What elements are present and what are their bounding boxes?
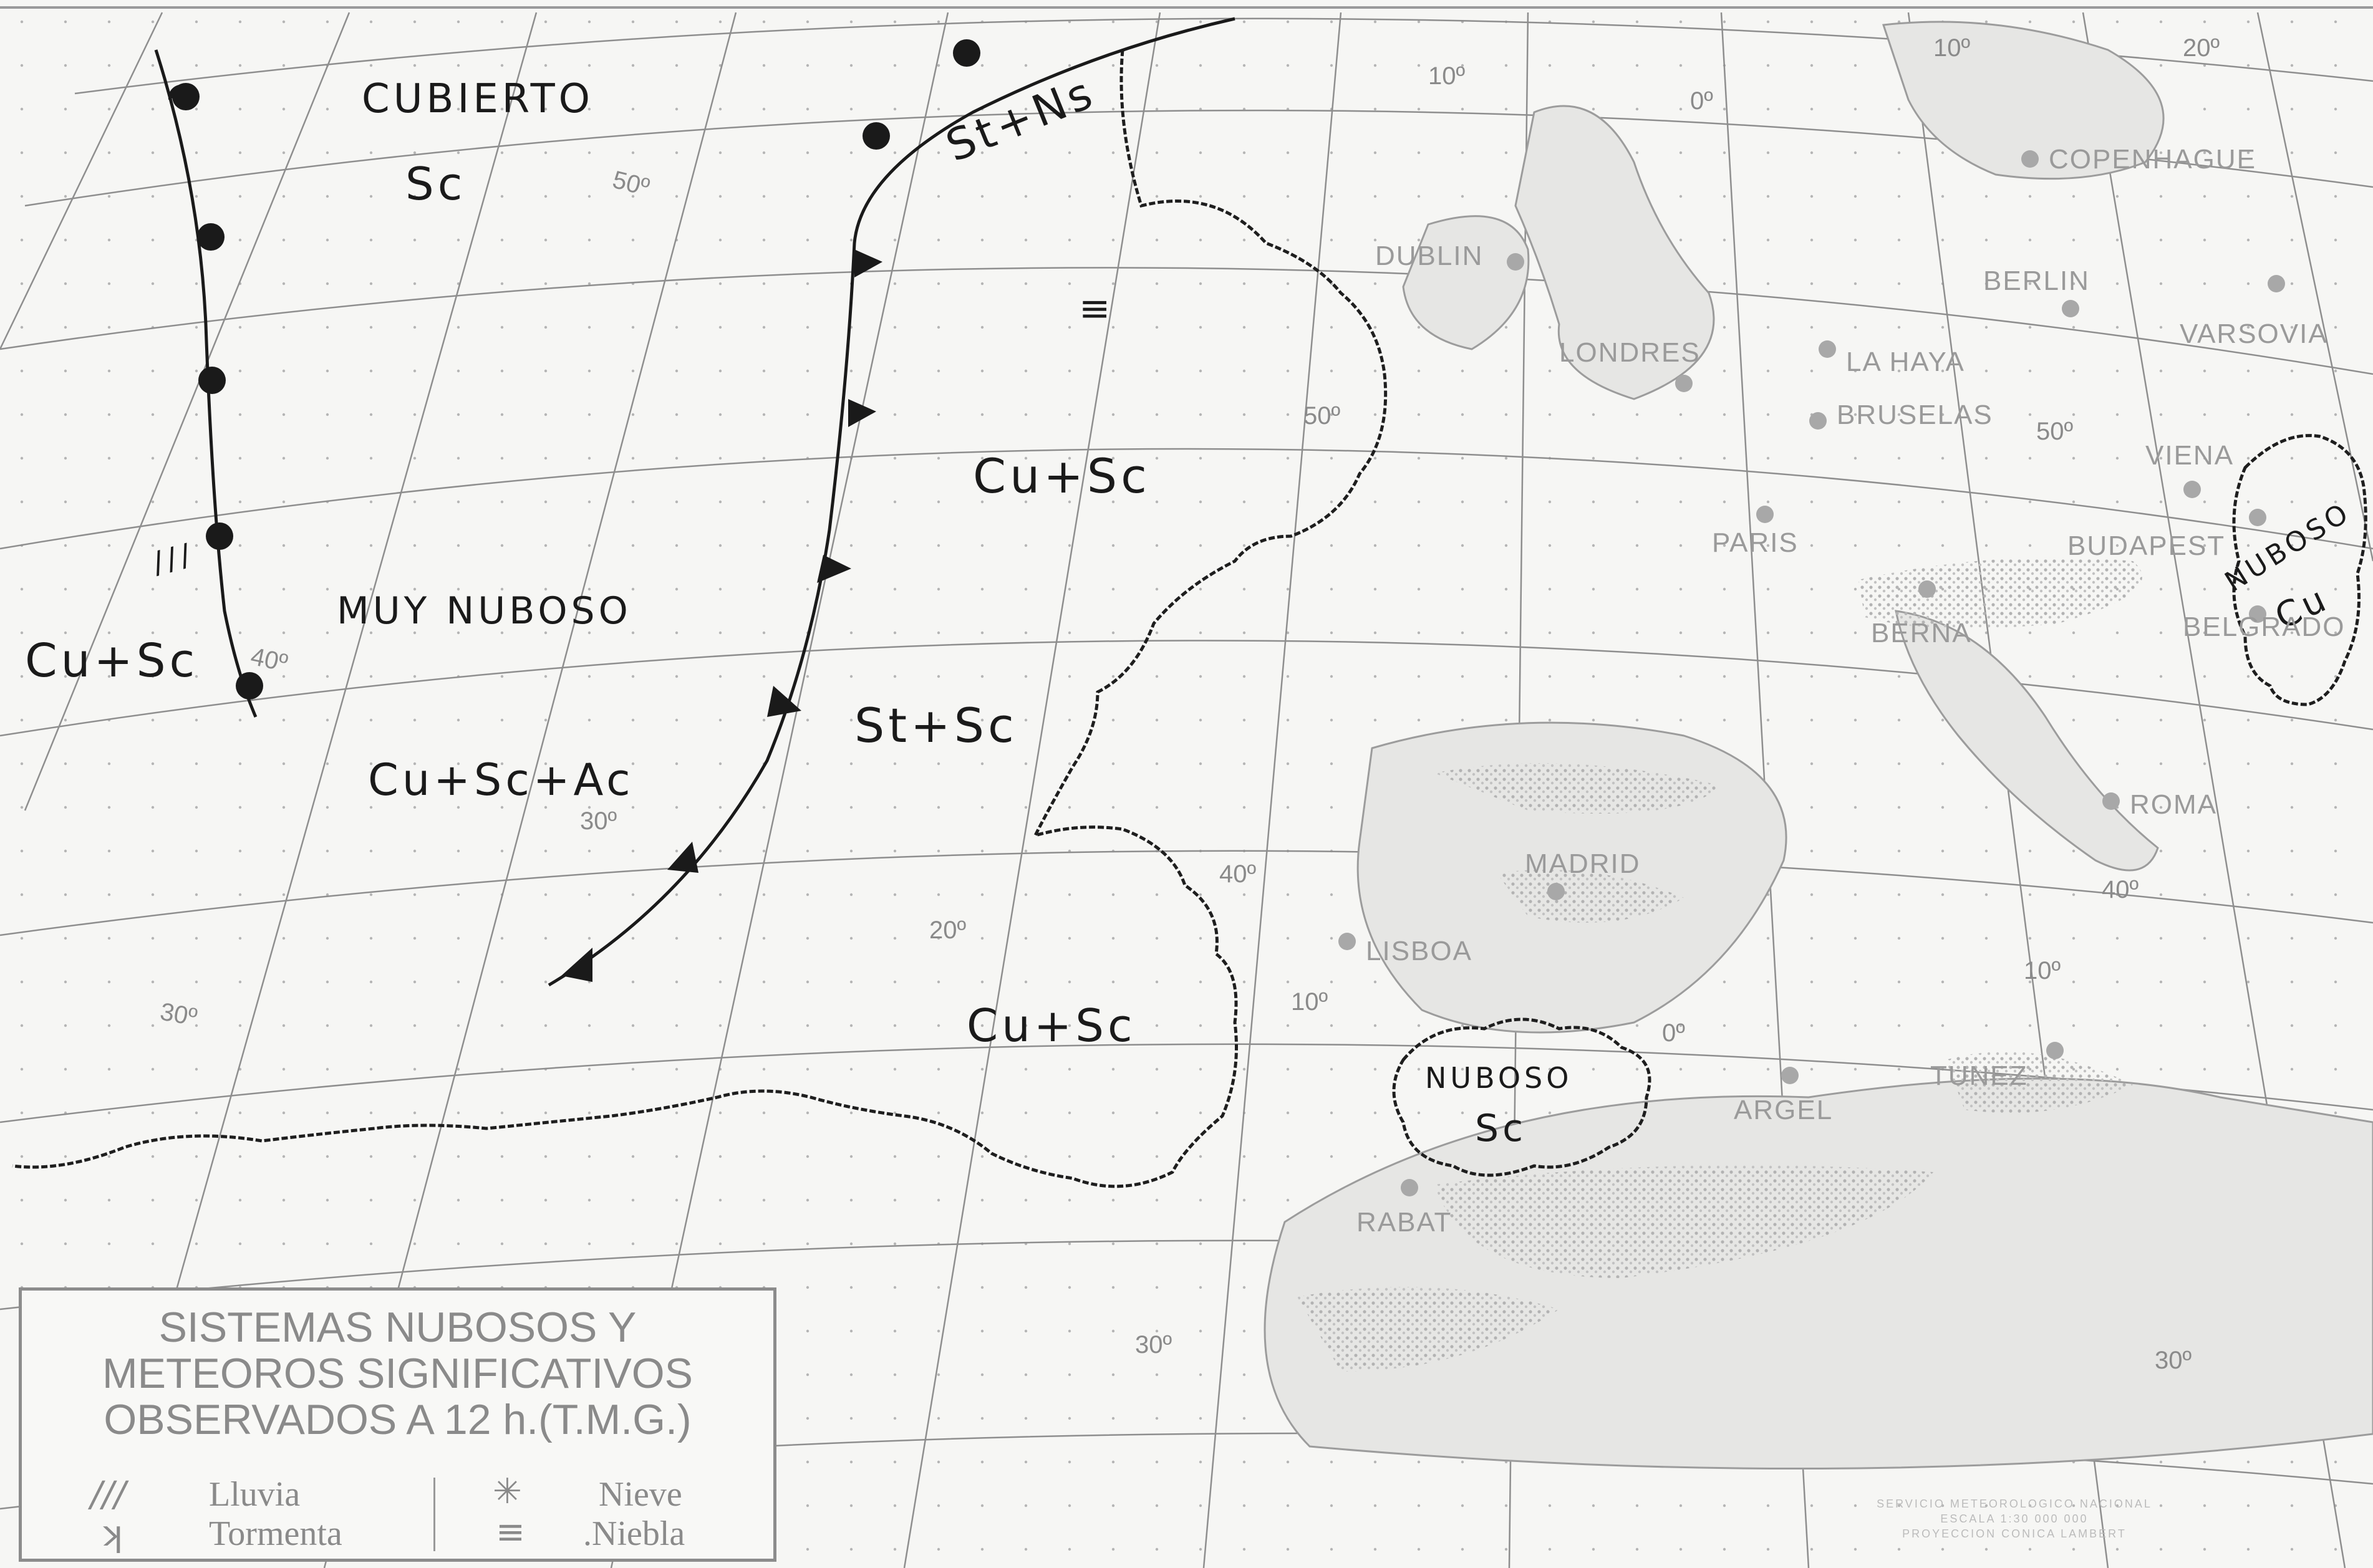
map-credits: SERVICIO METEOROLOGICO NACIONAL ESCALA 1… [1796, 1496, 2233, 1541]
graticule-labels: 10º 0º 10º 20º 50º 50º 50º 40º 30º 20º 4… [158, 34, 2220, 1374]
city-varsovia: VARSOVIA [2180, 275, 2328, 349]
svg-text:ROMA: ROMA [2130, 789, 2217, 820]
storm-icon: ʞ [100, 1514, 123, 1554]
snow-icon: ✳ [493, 1471, 522, 1512]
legend-title-line-1: SISTEMAS NUBOSOS Y [158, 1304, 637, 1351]
deg-label: 40º [2102, 876, 2139, 903]
credits-line-2: ESCALA 1:30 000 000 [1940, 1513, 2089, 1525]
fog-icon: ≡ [496, 1512, 525, 1552]
cold-front [548, 17, 1235, 987]
fog-symbol: ≡ [1079, 287, 1114, 330]
label-sc-south: Sc [1475, 1107, 1527, 1150]
svg-text:COPENHAGUE: COPENHAGUE [2049, 144, 2256, 175]
south-cloud-outline [1392, 1017, 1651, 1177]
cities: COPENHAGUE DUBLIN BERLIN VARSOVIA LONDRE… [1338, 144, 2346, 1238]
city-madrid: MADRID [1525, 849, 1641, 900]
deg-label: 10º [2024, 957, 2061, 984]
deg-label: 0º [1690, 87, 1713, 115]
city-belgrado: BELGRADO [2183, 605, 2346, 642]
legend-tormenta: Tormenta [209, 1514, 342, 1553]
city-copenhague: COPENHAGUE [2021, 144, 2256, 175]
svg-text:ARGEL: ARGEL [1734, 1095, 1833, 1125]
deg-label: 40º [1219, 860, 1256, 888]
label-cu-sc-ac: Cu+Sc+Ac [368, 754, 634, 806]
legend-box: SISTEMAS NUBOSOS Y METEOROS SIGNIFICATIV… [19, 1287, 776, 1562]
deg-label: 50º [2036, 418, 2073, 445]
svg-text:LISBOA: LISBOA [1366, 936, 1472, 966]
svg-text:PARIS: PARIS [1712, 527, 1799, 558]
city-berna: BERNA [1871, 580, 1972, 648]
italy-shape [1895, 610, 2159, 872]
east-cloud-outline [2232, 434, 2367, 706]
deg-label: 10º [1291, 988, 1328, 1016]
svg-text:BRUSELAS: BRUSELAS [1837, 400, 1993, 430]
label-st-sc: St+Sc [854, 698, 1018, 753]
warm-front [154, 49, 263, 718]
city-budapest: BUDAPEST [2067, 509, 2266, 561]
svg-text:VIENA: VIENA [2145, 440, 2234, 471]
ireland-shape [1402, 215, 1530, 350]
city-berlin: BERLIN [1983, 266, 2090, 317]
label-cu-sc-right: Cu+Sc [973, 448, 1151, 504]
legend-title-line-2: METEOROS SIGNIFICATIVOS [102, 1350, 694, 1397]
legend-title-line-3: OBSERVADOS A 12 h.(T.M.G.) [104, 1396, 692, 1443]
cloud-outlines [12, 49, 2367, 1188]
city-tunez: TUNEZ [1930, 1042, 2064, 1091]
svg-text:TUNEZ: TUNEZ [1930, 1061, 2028, 1091]
svg-text:RABAT: RABAT [1356, 1207, 1452, 1238]
city-la-haya: LA HAYA [1819, 340, 1965, 377]
city-dublin: DUBLIN [1375, 241, 1524, 271]
deg-label: 30º [1135, 1331, 1172, 1359]
deg-label: 20º [2183, 34, 2220, 62]
city-viena: VIENA [2145, 440, 2234, 498]
svg-text:BERNA: BERNA [1871, 618, 1972, 648]
rain-icon: /// [90, 1474, 126, 1515]
city-argel: ARGEL [1734, 1067, 1833, 1125]
deg-label: 30º [580, 807, 617, 835]
deg-label: 0º [1662, 1019, 1685, 1047]
west-cloud-boundary [12, 49, 1388, 1188]
label-cubierto: CUBIERTO [362, 76, 594, 122]
label-cu-sc-bottom: Cu+Sc [967, 999, 1136, 1052]
deg-label: 30º [158, 998, 199, 1032]
label-nuboso-south: NUBOSO [1425, 1061, 1572, 1095]
city-lisboa: LISBOA [1338, 933, 1472, 966]
svg-text:LONDRES: LONDRES [1559, 337, 1701, 368]
svg-text:MADRID: MADRID [1525, 849, 1641, 879]
deg-label: 10º [1428, 62, 1465, 90]
city-paris: PARIS [1712, 506, 1799, 558]
credits-line-1: SERVICIO METEOROLOGICO NACIONAL [1877, 1498, 2152, 1510]
city-bruselas: BRUSELAS [1809, 400, 1993, 430]
legend-niebla: .Niebla [583, 1514, 685, 1553]
deg-label: 10º [1933, 34, 1970, 62]
label-sc-top: Sc [405, 158, 466, 210]
legend-lluvia: Lluvia [209, 1475, 301, 1514]
svg-text:VARSOVIA: VARSOVIA [2180, 319, 2328, 349]
city-londres: LONDRES [1559, 337, 1701, 392]
great-britain-shape [1514, 105, 1715, 400]
svg-text:BUDAPEST: BUDAPEST [2067, 531, 2225, 561]
city-roma: ROMA [2102, 789, 2217, 820]
svg-text:DUBLIN: DUBLIN [1375, 241, 1483, 271]
label-cu-sc-left: Cu+Sc [25, 634, 198, 688]
deg-label: 50º [1303, 402, 1340, 430]
credits-line-3: PROYECCION CONICA LAMBERT [1902, 1527, 2127, 1540]
city-rabat: RABAT [1356, 1179, 1452, 1238]
svg-text:BELGRADO: BELGRADO [2183, 612, 2346, 642]
svg-text:LA HAYA: LA HAYA [1846, 347, 1965, 377]
legend-title: SISTEMAS NUBOSOS Y METEOROS SIGNIFICATIV… [22, 1304, 773, 1443]
label-muy-nuboso: MUY NUBOSO [337, 589, 632, 633]
legend-nieve: Nieve [599, 1475, 682, 1514]
svg-text:BERLIN: BERLIN [1983, 266, 2090, 296]
scandinavia-shape [1882, 21, 2165, 180]
deg-label: 20º [929, 916, 966, 944]
terrain-relief [1297, 557, 2142, 1372]
deg-label: 30º [2155, 1347, 2192, 1374]
legend-divider [433, 1478, 435, 1551]
